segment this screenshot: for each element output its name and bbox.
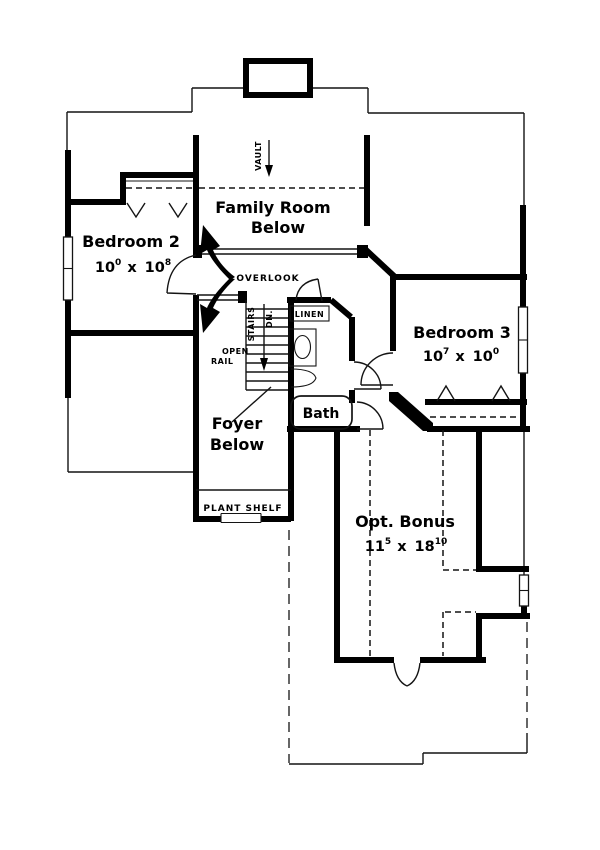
linen-label: LINEN <box>295 310 324 319</box>
chimney <box>243 58 313 98</box>
toilet-tank <box>288 328 317 367</box>
closet-marks <box>126 202 511 402</box>
dashed-lines <box>126 180 520 658</box>
foyer-label: Foyer <box>212 414 263 433</box>
bath-entry-door <box>295 278 323 302</box>
overlook-diagonal-wall <box>363 247 398 280</box>
bedroom3-window <box>517 306 529 374</box>
windows <box>62 236 530 607</box>
linen-label-box <box>289 305 330 322</box>
open-rail-label-1: OPEN <box>222 347 249 356</box>
flow-arrow-down-icon <box>200 278 235 333</box>
bonus-ceiling-right <box>442 430 476 656</box>
shower-door-swing <box>290 368 317 388</box>
overlook-railing <box>199 248 364 255</box>
linen-top-wall <box>287 297 353 320</box>
toilet-bowl <box>293 334 312 360</box>
railings <box>193 245 368 303</box>
foyer-below-label: Below <box>210 435 265 454</box>
overlook-label: OVERLOOK <box>236 274 299 284</box>
bedroom2-label: Bedroom 2 <box>82 232 180 251</box>
down-label: DN. <box>265 310 274 328</box>
open-rail-label-2: RAIL <box>211 357 233 366</box>
bath-label: Bath <box>303 406 340 422</box>
bedroom3-label: Bedroom 3 <box>413 323 511 342</box>
bath-fixtures <box>288 328 353 430</box>
foyer-plant-shelf-window <box>220 512 262 524</box>
bedroom2-top-walls <box>65 172 199 205</box>
bonus-entry-door <box>356 401 384 430</box>
bonus-exterior-door <box>393 662 421 687</box>
stair-break-line <box>231 386 272 423</box>
bonus-room-label: Opt. Bonus <box>355 512 455 531</box>
stairs-label: STAIRS <box>247 307 256 342</box>
bedroom2-closet-chevrons <box>126 202 188 219</box>
bedroom3-closet-chevrons <box>436 384 511 402</box>
flow-arrows <box>200 225 235 333</box>
exterior-walls <box>65 135 530 663</box>
flow-arrow-up-icon <box>200 225 235 280</box>
stair-down-arrow-head <box>260 358 268 371</box>
vault-label: VAULT <box>254 141 263 171</box>
roof-outline-lines <box>66 87 528 765</box>
bedroom2-window <box>62 236 74 301</box>
bonus-nook-window <box>518 574 530 607</box>
bonus-nook-bottom-wall <box>476 613 530 661</box>
roof-line-bottom <box>289 733 528 765</box>
family-room-below-label: Below <box>251 218 306 237</box>
bedroom2-door <box>166 254 197 295</box>
vault-mark <box>265 140 273 177</box>
railing-post-stair <box>238 291 247 303</box>
railing-post-right <box>357 245 368 258</box>
angled-wall-wedge <box>389 392 433 431</box>
plant-shelf-label: PLANT SHELF <box>203 504 282 514</box>
vault-arrow-head <box>265 165 273 177</box>
doors <box>166 254 421 687</box>
roof-line-left-lower <box>67 398 196 473</box>
bathtub <box>290 395 353 430</box>
roof-line-top <box>66 87 525 205</box>
family-room-label: Family Room <box>215 198 330 217</box>
railing-post-left <box>193 245 202 258</box>
staircase <box>231 300 288 423</box>
bedroom3-door <box>360 352 394 386</box>
stair-treads <box>246 308 288 391</box>
